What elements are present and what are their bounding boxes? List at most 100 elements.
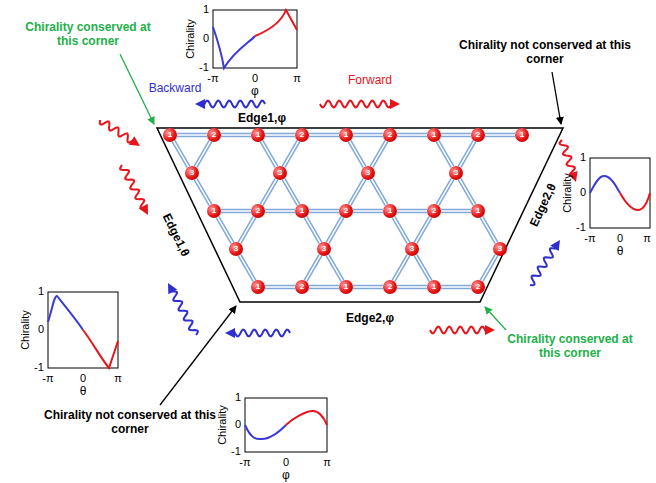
axis-title: θ xyxy=(617,244,624,258)
lattice-bond xyxy=(284,179,299,205)
lattice-bond xyxy=(441,135,471,136)
site-number: 2 xyxy=(432,207,436,215)
tick-label: 1 xyxy=(580,151,586,164)
lattice-bond xyxy=(438,141,453,167)
tick-label: 0 xyxy=(252,72,258,85)
lattice-bond xyxy=(482,217,497,243)
lattice-bond xyxy=(265,211,295,212)
lattice-bond xyxy=(306,217,321,243)
site-number: 1 xyxy=(256,131,260,139)
wave-head xyxy=(225,328,235,338)
tick-label: 1 xyxy=(38,285,44,298)
lattice-bond xyxy=(196,179,211,205)
lattice-bond xyxy=(416,217,431,243)
lattice-bond xyxy=(306,255,321,281)
direction-label: Backward xyxy=(149,81,202,95)
site-number: 1 xyxy=(388,207,392,215)
tick-label: 0 xyxy=(80,372,86,385)
tick-label: π xyxy=(323,456,331,469)
chart-left xyxy=(48,292,118,368)
lattice-site: 2 xyxy=(295,128,309,142)
lattice-bond xyxy=(218,217,233,243)
wave xyxy=(560,140,575,175)
annotation: Chirality conserved at this corner xyxy=(504,332,636,361)
wave-head xyxy=(129,136,140,146)
tick-label: 0 xyxy=(617,232,623,245)
tick-label: 0 xyxy=(580,186,586,199)
site-number: 1 xyxy=(520,131,524,139)
lattice-site: 1 xyxy=(427,128,441,142)
site-number: 3 xyxy=(278,169,282,177)
site-number: 2 xyxy=(300,131,304,139)
lattice-bond xyxy=(441,211,471,212)
wave-head xyxy=(550,240,560,251)
lattice-site: 3 xyxy=(361,166,375,180)
site-number: 3 xyxy=(410,245,414,253)
lattice-bond xyxy=(240,255,255,281)
lattice-bond xyxy=(438,179,453,205)
wave xyxy=(320,101,392,108)
site-number: 2 xyxy=(476,131,480,139)
lattice-bond xyxy=(309,287,339,288)
lattice-bond xyxy=(460,141,475,167)
lattice-site: 3 xyxy=(317,242,331,256)
tick-label: -π xyxy=(207,72,218,85)
site-number: 1 xyxy=(256,283,260,291)
lattice-site: 1 xyxy=(295,204,309,218)
tick-label: 0 xyxy=(235,418,241,431)
site-number: 3 xyxy=(190,169,194,177)
tick-label: -π xyxy=(239,456,250,469)
lattice-bond xyxy=(397,287,427,288)
wave xyxy=(170,291,198,335)
leader-arrow xyxy=(160,306,236,405)
edge-label: Edge2,θ xyxy=(526,179,560,230)
wave-head xyxy=(485,325,495,335)
lattice-site: 1 xyxy=(251,128,265,142)
lattice-bond xyxy=(397,135,427,136)
lattice-site: 1 xyxy=(383,204,397,218)
lattice-site: 3 xyxy=(405,242,419,256)
annotation: Chirality not conserved at this corner xyxy=(450,38,640,67)
lattice-bond xyxy=(353,135,383,136)
lattice-site: 3 xyxy=(185,166,199,180)
annotation: Chirality not conserved at this corner xyxy=(35,408,225,437)
lattice-bond xyxy=(174,141,189,167)
axis-title: φ xyxy=(282,468,290,482)
edge-label: Edge1,θ xyxy=(159,209,194,260)
site-number: 3 xyxy=(366,169,370,177)
lattice-site: 3 xyxy=(229,242,243,256)
chart-right xyxy=(590,158,650,228)
lattice-bond xyxy=(328,255,343,281)
lattice-site: 1 xyxy=(471,204,485,218)
lattice-bond xyxy=(221,211,251,212)
lattice-bond xyxy=(397,211,427,212)
lattice-bond xyxy=(416,255,431,281)
lattice-site: 1 xyxy=(163,128,177,142)
tick-label: 1 xyxy=(203,3,209,16)
lattice-site: 2 xyxy=(383,128,397,142)
lattice-bond xyxy=(328,217,343,243)
lattice-site: 2 xyxy=(471,280,485,294)
annotation: Chirality conserved at this corner xyxy=(22,20,154,49)
site-number: 2 xyxy=(388,283,392,291)
lattice-site: 3 xyxy=(493,242,507,256)
lattice-site: 2 xyxy=(427,204,441,218)
chart-bottom xyxy=(245,398,327,452)
site-number: 3 xyxy=(498,245,502,253)
lattice-bond xyxy=(350,141,365,167)
leader-arrow xyxy=(552,72,561,124)
wave-head xyxy=(195,99,205,109)
lattice-site: 2 xyxy=(251,204,265,218)
wave-head xyxy=(390,99,400,109)
lattice-site: 1 xyxy=(515,128,529,142)
lattice-bond xyxy=(284,141,299,167)
site-number: 1 xyxy=(344,131,348,139)
tick-label: -π xyxy=(584,232,595,245)
lattice-site: 2 xyxy=(339,204,353,218)
site-number: 3 xyxy=(454,169,458,177)
lattice-site: 2 xyxy=(471,128,485,142)
lattice-site: 2 xyxy=(207,128,221,142)
lattice-bond xyxy=(265,287,295,288)
lattice-site: 2 xyxy=(295,280,309,294)
lattice-site: 1 xyxy=(251,280,265,294)
